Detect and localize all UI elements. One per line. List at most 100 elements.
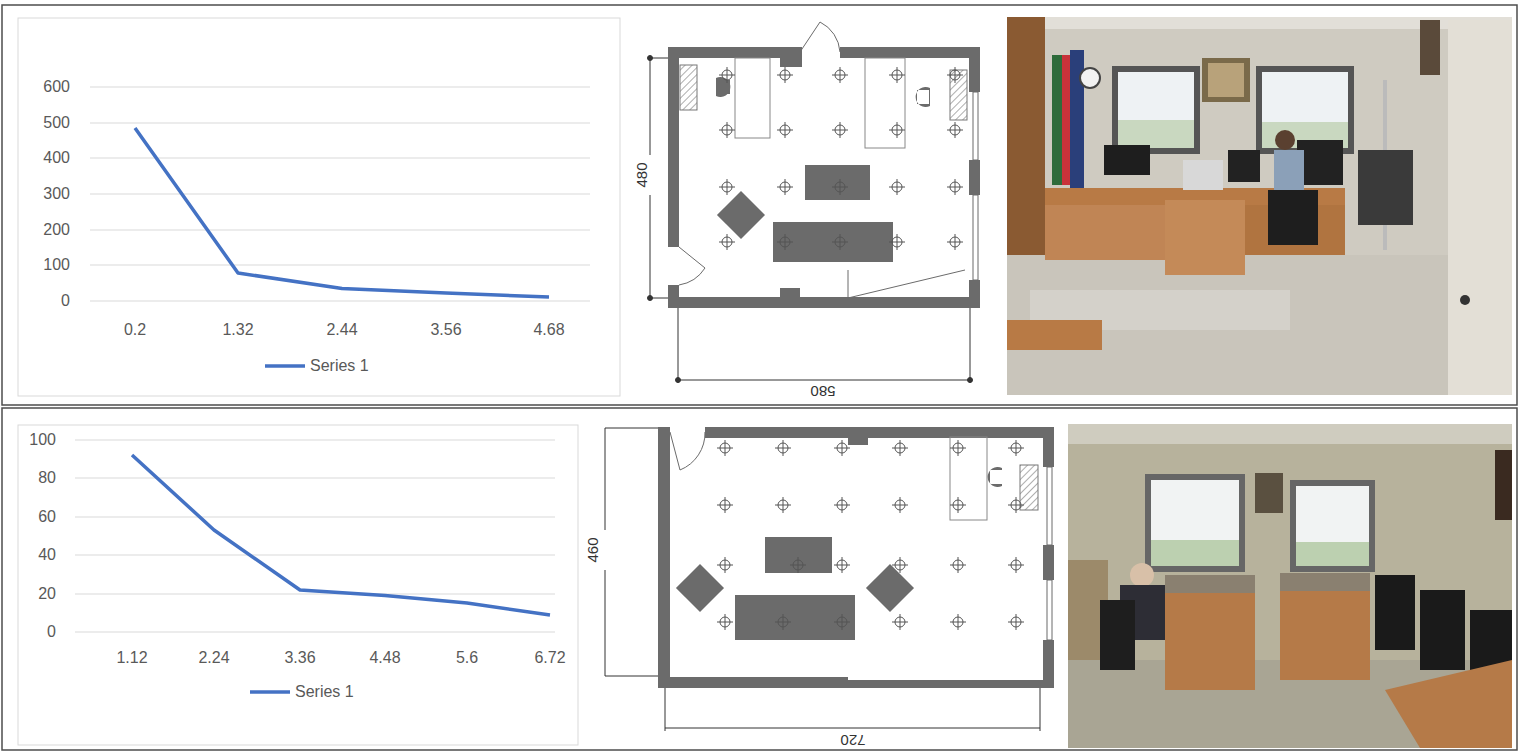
ceiling-lights-part xyxy=(1008,557,1024,573)
office-photo-top xyxy=(1007,17,1512,395)
y-axis-tick: 100 xyxy=(43,257,70,273)
office-photo-bottom-part xyxy=(1151,540,1239,566)
ceiling-lights-part xyxy=(950,497,966,513)
x-axis-tick: 6.72 xyxy=(534,650,565,666)
dimension-lines-part xyxy=(648,56,653,61)
dimension-lines-part xyxy=(968,378,973,383)
x-axis-tick: 5.6 xyxy=(456,650,478,666)
ceiling-lights-part xyxy=(717,557,733,573)
office-photo-bottom-part xyxy=(1165,590,1255,690)
office-photo-top-part xyxy=(1112,66,1200,154)
windows-part xyxy=(848,270,849,298)
ceiling-lights-part xyxy=(777,234,793,250)
y-axis-tick: 500 xyxy=(43,115,70,131)
furniture-part xyxy=(1020,465,1038,510)
office-photo-bottom-part xyxy=(1290,480,1375,572)
y-axis-tick: 300 xyxy=(43,186,70,202)
ceiling-lights-part xyxy=(775,440,791,456)
ceiling-lights-part xyxy=(950,557,966,573)
ceiling-lights-part xyxy=(775,497,791,513)
office-photo-top-part xyxy=(1202,58,1250,102)
furniture-part xyxy=(680,65,697,110)
ceiling-lights-part xyxy=(719,122,735,138)
dimension-lines xyxy=(648,56,973,384)
ceiling-lights-part xyxy=(889,67,905,83)
office-photo-bottom-part xyxy=(1375,575,1415,650)
gridlines-part xyxy=(90,265,590,266)
ceiling-lights-part xyxy=(889,122,905,138)
ceiling-lights-part xyxy=(775,614,791,630)
doors-part xyxy=(800,22,840,52)
office-photo-top-part xyxy=(1208,63,1244,97)
legend-line-sample xyxy=(265,364,305,368)
walls-part xyxy=(969,280,980,308)
walls xyxy=(668,47,980,308)
office-photo-top-part xyxy=(1080,68,1100,88)
furniture-part xyxy=(916,87,930,107)
ceiling-lights-part xyxy=(717,614,733,630)
y-axis-tick: 200 xyxy=(43,222,70,238)
ceiling-lights-part xyxy=(717,497,733,513)
dimension-label: 720 xyxy=(837,733,868,748)
dimension-lines xyxy=(605,428,1040,731)
ceiling-lights-part xyxy=(834,440,850,456)
dimension-lines-part xyxy=(665,728,1040,729)
dimension-lines-part xyxy=(1040,688,1041,731)
dimension-lines-part xyxy=(676,378,681,383)
gridlines-part xyxy=(90,123,590,124)
gridlines-part xyxy=(90,158,590,159)
legend-line-sample xyxy=(250,690,290,694)
dimension-lines-part xyxy=(665,688,666,731)
walls-part xyxy=(969,47,980,92)
gridlines-part xyxy=(75,594,555,595)
legend-text: Series 1 xyxy=(310,358,369,374)
office-photo-top-part xyxy=(1007,255,1512,395)
office-photo-bottom-part xyxy=(1100,600,1135,670)
dimension-lines-part xyxy=(650,195,651,298)
dimension-label: 580 xyxy=(807,384,838,399)
y-axis-tick: 0 xyxy=(47,624,56,640)
y-axis-tick: 60 xyxy=(38,509,56,525)
walls xyxy=(658,427,1054,688)
dimension-label: 480 xyxy=(634,159,649,190)
windows-part xyxy=(848,270,965,298)
panel-frame-part xyxy=(2,408,1517,750)
x-axis-tick: 0.2 xyxy=(124,322,146,338)
windows-part xyxy=(973,195,978,280)
x-axis-tick: 4.48 xyxy=(369,650,400,666)
ceiling-lights-part xyxy=(892,557,908,573)
gridlines-part xyxy=(90,87,590,88)
ceiling-lights-part xyxy=(950,440,966,456)
office-photo-top-part xyxy=(1118,120,1194,148)
walls-part xyxy=(1043,427,1054,467)
ceiling-lights-part xyxy=(1008,614,1024,630)
ceiling-lights-part xyxy=(1008,497,1024,513)
dimension-lines-part xyxy=(605,676,658,677)
furniture-part xyxy=(866,564,914,612)
office-photo-top-part xyxy=(1358,150,1413,225)
office-photo-bottom-part xyxy=(1165,575,1255,593)
ceiling-lights-part xyxy=(832,234,848,250)
x-axis-tick: 1.12 xyxy=(116,650,147,666)
legend-text: Series 1 xyxy=(295,684,354,700)
furniture-part xyxy=(988,467,1002,487)
panel-frame xyxy=(2,5,1517,750)
office-photo-bottom-part xyxy=(1151,480,1239,566)
office-photo-bottom-part xyxy=(1385,660,1512,748)
ceiling-lights xyxy=(719,67,963,250)
walls-part xyxy=(848,427,868,445)
furniture-part xyxy=(717,191,765,239)
furniture-part xyxy=(805,165,870,200)
walls-part xyxy=(848,680,1054,688)
x-axis-tick: 3.36 xyxy=(284,650,315,666)
y-axis-tick: 0 xyxy=(61,293,70,309)
ceiling-lights-part xyxy=(947,67,963,83)
walls-part xyxy=(668,47,679,247)
ceiling-lights-part xyxy=(947,234,963,250)
walls-part xyxy=(840,47,980,58)
x-axis-tick: 3.56 xyxy=(430,322,461,338)
x-axis-tick: 2.24 xyxy=(198,650,229,666)
gridlines xyxy=(75,440,555,632)
ceiling-lights-part xyxy=(947,122,963,138)
office-photo-bottom-part xyxy=(1420,590,1465,670)
